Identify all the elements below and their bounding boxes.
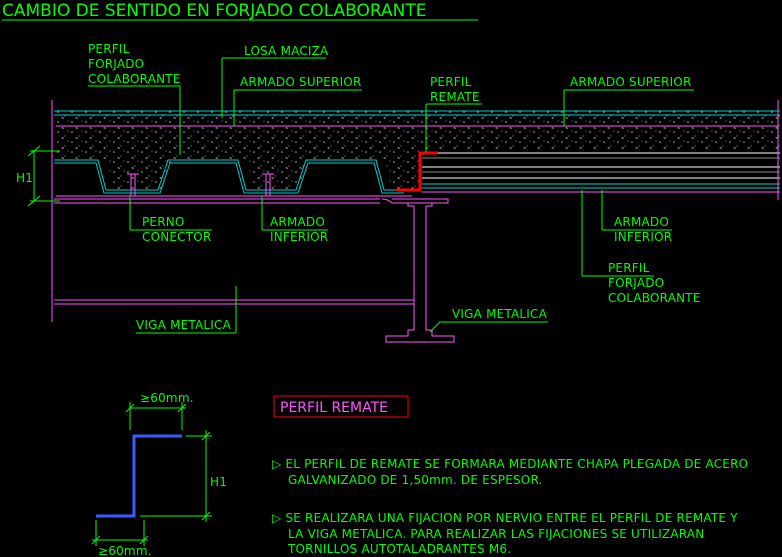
label-text: LOSA MACIZA — [244, 44, 329, 58]
label-viga-metalica-right: VIGA METALICA — [429, 307, 548, 333]
label-text: FORJADO — [608, 276, 664, 290]
label-text: VIGA METALICA — [136, 318, 232, 332]
label-armado-inferior-right: ARMADO INFERIOR — [601, 190, 672, 244]
label-text: H1 — [210, 475, 227, 489]
deck-profile-left — [54, 159, 404, 191]
label-perno-conector: PERNO CONECTOR — [129, 196, 212, 244]
label-text: VIGA METALICA — [452, 307, 548, 321]
label-text: COLABORANTE — [608, 291, 701, 305]
label-armado-superior-right: ARMADO SUPERIOR — [563, 75, 694, 126]
label-viga-metalica-left: VIGA METALICA — [136, 286, 237, 334]
label-text: INFERIOR — [270, 230, 328, 244]
deck-profile-right — [422, 152, 780, 193]
label-perfil-remate: PERFIL REMATE — [425, 75, 482, 152]
label-text: ARMADO SUPERIOR — [240, 75, 362, 89]
note-1-line-1: ▷ EL PERFIL DE REMATE SE FORMARA MEDIANT… — [272, 457, 748, 471]
note-2-line-2: LA VIGA METALICA. PARA REALIZAR LAS FIJA… — [288, 527, 704, 541]
label-text: INFERIOR — [614, 230, 672, 244]
label-text: PERFIL — [430, 75, 472, 89]
drawing-title: CAMBIO DE SENTIDO EN FORJADO COLABORANTE — [2, 1, 427, 21]
label-text: FORJADO — [88, 57, 144, 71]
label-text: ≥60mm. — [98, 544, 152, 557]
notes: ▷ EL PERFIL DE REMATE SE FORMARA MEDIANT… — [272, 457, 748, 556]
perfil-remate-box: PERFIL REMATE — [273, 395, 409, 418]
note-1-line-2: GALVANIZADO DE 1,50mm. DE ESPESOR. — [288, 473, 543, 487]
label-text: REMATE — [430, 90, 480, 104]
label-text: PERFIL — [88, 42, 130, 56]
label-text: ARMADO SUPERIOR — [570, 75, 692, 89]
detail-remate-profile: ≥60mm. H1 ≥60mm. — [91, 391, 227, 557]
label-text: ARMADO — [270, 215, 325, 229]
label-armado-inferior-left: ARMADO INFERIOR — [261, 196, 328, 244]
label-armado-superior-left: ARMADO SUPERIOR — [233, 75, 362, 126]
viga-metalica-side — [54, 198, 414, 305]
label-text: PERNO — [142, 215, 185, 229]
perfil-remate — [396, 151, 438, 192]
label-perfil-forjado-right: PERFIL FORJADO COLABORANTE — [581, 190, 701, 305]
note-2-line-1: ▷ SE REALIZARA UNA FIJACION POR NERVIO E… — [272, 511, 738, 525]
perno-conector-studs — [127, 173, 274, 196]
label-text: H1 — [16, 171, 33, 185]
label-text: CONECTOR — [142, 230, 211, 244]
label-text: PERFIL REMATE — [280, 400, 388, 416]
note-2-line-3: TORNILLOS AUTOTALADRANTES M6. — [287, 542, 511, 556]
h1-dimension-left: H1 — [16, 145, 60, 207]
label-text: ARMADO — [614, 215, 669, 229]
viga-metalica-section — [381, 198, 455, 343]
label-perfil-forjado: PERFIL FORJADO COLABORANTE — [88, 42, 181, 155]
label-text: ≥60mm. — [140, 391, 194, 405]
label-losa-maciza: LOSA MACIZA — [221, 44, 329, 118]
label-text: COLABORANTE — [88, 72, 181, 86]
label-text: PERFIL — [608, 261, 650, 275]
